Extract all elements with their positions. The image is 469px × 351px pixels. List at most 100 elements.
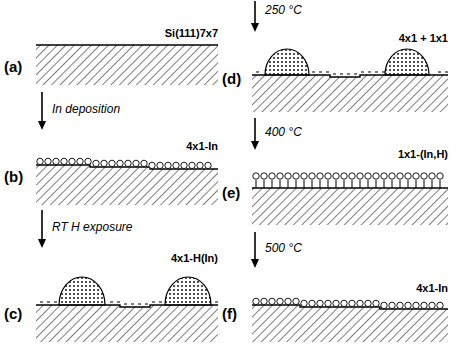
indium-atom xyxy=(77,158,83,164)
process-label: 250 °C xyxy=(265,4,302,18)
hydrogen-bond xyxy=(320,180,321,188)
indium-cluster xyxy=(265,49,309,75)
indium-atom xyxy=(277,173,283,179)
process-label: In deposition xyxy=(52,103,120,117)
process-label: 500 °C xyxy=(265,242,302,256)
hydrogen-mark xyxy=(354,74,357,75)
indium-atom xyxy=(309,300,315,306)
hydrogen-mark xyxy=(152,302,155,303)
indium-atom xyxy=(317,173,323,179)
indium-atom xyxy=(269,298,275,304)
hydrogen-mark xyxy=(215,302,218,303)
indium-atom xyxy=(261,173,267,179)
hatched-substrate xyxy=(252,188,448,225)
surface-label: 4x1-In xyxy=(186,140,218,153)
indium-atom xyxy=(69,158,75,164)
indium-atom xyxy=(317,300,323,306)
hydrogen-bond xyxy=(376,180,377,188)
hydrogen-mark xyxy=(40,302,43,303)
hydrogen-mark xyxy=(312,72,315,73)
hydrogen-bond xyxy=(440,180,441,188)
hydrogen-bond xyxy=(360,180,361,188)
indium-atom xyxy=(301,300,307,306)
hydrogen-bond xyxy=(272,180,273,188)
hatched-substrate xyxy=(252,305,448,342)
indium-atom xyxy=(133,160,139,166)
indium-atom xyxy=(85,158,91,164)
panel-letter: (b) xyxy=(4,168,23,185)
indium-atom xyxy=(365,173,371,179)
process-label: 400 °C xyxy=(265,126,302,140)
indium-cluster xyxy=(165,277,211,305)
indium-atom xyxy=(341,300,347,306)
indium-cluster xyxy=(385,49,429,75)
substrate xyxy=(36,158,218,205)
hydrogen-bond xyxy=(264,180,265,188)
indium-atom xyxy=(189,162,195,168)
substrate xyxy=(252,49,448,112)
indium-atom xyxy=(349,300,355,306)
indium-atom xyxy=(285,298,291,304)
hydrogen-bond xyxy=(392,180,393,188)
indium-atom xyxy=(397,173,403,179)
indium-atom xyxy=(205,162,211,168)
hatched-substrate xyxy=(36,45,218,85)
indium-atom xyxy=(437,302,443,308)
indium-atom xyxy=(389,173,395,179)
indium-atom xyxy=(45,158,51,164)
indium-atom xyxy=(157,162,163,168)
hydrogen-bond xyxy=(400,180,401,188)
hydrogen-mark xyxy=(347,74,350,75)
arrow-head xyxy=(251,23,259,32)
arrow-head xyxy=(251,259,259,268)
indium-atom xyxy=(413,302,419,308)
indium-atom xyxy=(341,173,347,179)
indium-atom xyxy=(261,298,267,304)
process-arrow xyxy=(254,118,256,142)
process-arrow xyxy=(254,1,256,24)
indium-atom xyxy=(413,173,419,179)
hydrogen-bond xyxy=(328,180,329,188)
indium-atom xyxy=(293,173,299,179)
hydrogen-bond xyxy=(280,180,281,188)
hydrogen-mark xyxy=(138,304,141,305)
indium-atom xyxy=(429,173,435,179)
indium-atom xyxy=(301,173,307,179)
hydrogen-mark xyxy=(145,304,148,305)
indium-atom xyxy=(333,300,339,306)
indium-atom xyxy=(389,302,395,308)
process-arrow xyxy=(41,210,43,240)
indium-atom xyxy=(197,162,203,168)
hydrogen-mark xyxy=(368,72,371,73)
process-label: RT H exposure xyxy=(52,221,132,235)
panel-letter: (a) xyxy=(4,58,22,75)
hatched-substrate xyxy=(36,305,218,342)
indium-atom xyxy=(381,173,387,179)
hydrogen-mark xyxy=(47,302,50,303)
indium-atom xyxy=(381,302,387,308)
panel-letter: (d) xyxy=(222,70,241,87)
hatched-substrate xyxy=(36,165,218,205)
indium-atom xyxy=(397,302,403,308)
hydrogen-bond xyxy=(288,180,289,188)
hydrogen-bond xyxy=(344,180,345,188)
indium-atom xyxy=(173,162,179,168)
hydrogen-bond xyxy=(424,180,425,188)
indium-atom xyxy=(253,298,259,304)
process-arrow xyxy=(254,232,256,260)
panel-letter: (f) xyxy=(222,305,237,322)
arrow-head xyxy=(251,141,259,150)
hydrogen-bond xyxy=(384,180,385,188)
hydrogen-bond xyxy=(304,180,305,188)
hydrogen-mark xyxy=(54,302,57,303)
substrate xyxy=(252,173,448,225)
surface-line xyxy=(36,44,218,45)
hydrogen-mark xyxy=(256,72,259,73)
hydrogen-bond xyxy=(352,180,353,188)
indium-atom xyxy=(405,173,411,179)
hydrogen-mark xyxy=(159,302,162,303)
indium-atom xyxy=(293,298,299,304)
substrate xyxy=(36,277,218,342)
